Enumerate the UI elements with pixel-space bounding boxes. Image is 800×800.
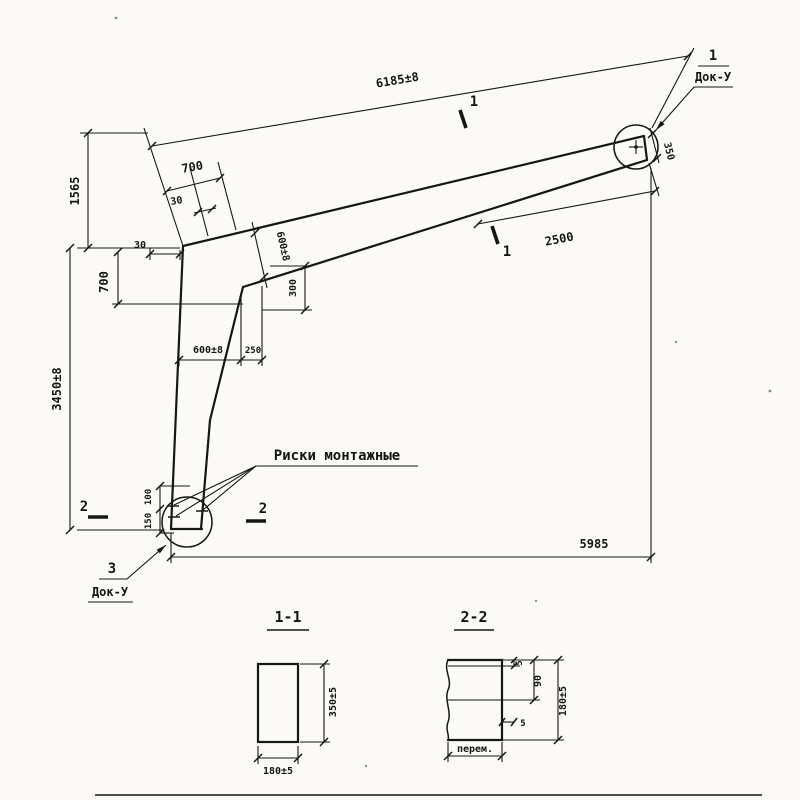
sheet-artifacts: [95, 16, 772, 796]
callout-bottom-doc: Док-У: [92, 585, 129, 599]
montage-risk-ticks: [167, 505, 208, 518]
section-2-2-dim90-text: 90: [533, 675, 544, 687]
dim-beam-offsets: 700 30: [162, 158, 237, 237]
dim-column-width: 600±8 250: [174, 286, 267, 366]
dim-knee-30-text: 30: [134, 240, 146, 251]
dim-span-text: 5985: [580, 537, 609, 551]
dim-riska-150-text: 150: [144, 513, 154, 529]
section-view-1-1: 1-1 350±5 180±5: [253, 608, 339, 777]
section-mark-1-bottom-label: 1: [503, 244, 511, 260]
section-view-2-2: 2-2 5 90 180±5 5 перем.: [443, 608, 569, 762]
section-2-2-dim5-side-text: 5: [520, 719, 525, 729]
structure-outline: [169, 134, 649, 531]
section-mark-1-top-label: 1: [470, 94, 478, 110]
dim-column-700-text: 700: [97, 271, 111, 293]
dim-column-width-text: 600±8: [193, 345, 223, 356]
section-2-2-width-text: перем.: [457, 744, 493, 755]
callout-bottom-arrow: [156, 545, 166, 554]
section-mark-1: 1 1: [458, 94, 511, 260]
dim-beam-depth-tip: 350: [647, 127, 676, 164]
dim-riska-positions: 100 150: [144, 481, 190, 538]
dim-knee-300-text: 300: [288, 279, 299, 297]
dim-beam-depth-knee-text: 600±8: [274, 231, 291, 263]
section-2-2-title: 2-2: [460, 608, 487, 626]
section-2-2-dim180-text: 180±5: [558, 686, 569, 716]
callout-top-arrow: [656, 120, 665, 130]
column-right-edge: [199, 285, 245, 531]
riski-callout: Риски монтажные: [173, 448, 418, 517]
dim-beam-2500-text: 2500: [544, 229, 575, 248]
beam-end-face: [642, 134, 649, 162]
section-1-1-width-text: 180±5: [263, 766, 293, 777]
column-left-edge: [169, 244, 185, 531]
dim-riska-100-text: 100: [144, 489, 154, 505]
section-mark-2-right-label: 2: [259, 501, 267, 517]
beam-end-center-mark: [629, 140, 643, 154]
dim-column-height-text: 3450±8: [50, 367, 64, 410]
beam-top-edge: [181, 134, 646, 248]
section-2-2-dim5-top-text: 5: [515, 660, 525, 665]
callout-top-num: 1: [709, 48, 717, 64]
dim-beam-30-text: 30: [170, 195, 184, 208]
detail-circle-top: [613, 124, 659, 170]
detail-circles: [161, 124, 659, 548]
detail-circle-bottom: [161, 496, 213, 548]
dim-column-250-text: 250: [245, 346, 261, 356]
callout-top-doc: Док-У: [695, 70, 732, 84]
dim-knee-300: 300: [262, 261, 312, 315]
dim-span: 5985: [166, 168, 656, 563]
riski-label: Риски монтажные: [274, 448, 400, 464]
callout-top-detail: 1 Док-У: [655, 48, 733, 131]
section-mark-2: 2 2: [80, 499, 267, 523]
section-1-1-title: 1-1: [274, 608, 301, 626]
dim-rise-text: 1565: [68, 177, 82, 206]
dim-beam-700-text: 700: [180, 158, 204, 176]
section-2-2-break-line: [445, 659, 451, 741]
section-1-1-profile: [256, 662, 300, 744]
dim-beam-length-text: 6185±8: [375, 70, 420, 91]
dim-rise: 1565: [68, 128, 148, 253]
callout-bottom-detail: 3 Док-У: [88, 544, 167, 603]
dim-knee-30: 30: [134, 240, 185, 260]
dim-beam-depth-tip-text: 350: [661, 141, 676, 161]
callout-bottom-num: 3: [108, 561, 116, 577]
section-mark-2-left-label: 2: [80, 499, 88, 515]
section-1-1-height-text: 350±5: [328, 687, 339, 717]
dim-column-height: 3450±8: [50, 243, 180, 535]
dim-beam-length: 6185±8: [143, 47, 695, 247]
dim-column-700: 700: [97, 247, 243, 309]
